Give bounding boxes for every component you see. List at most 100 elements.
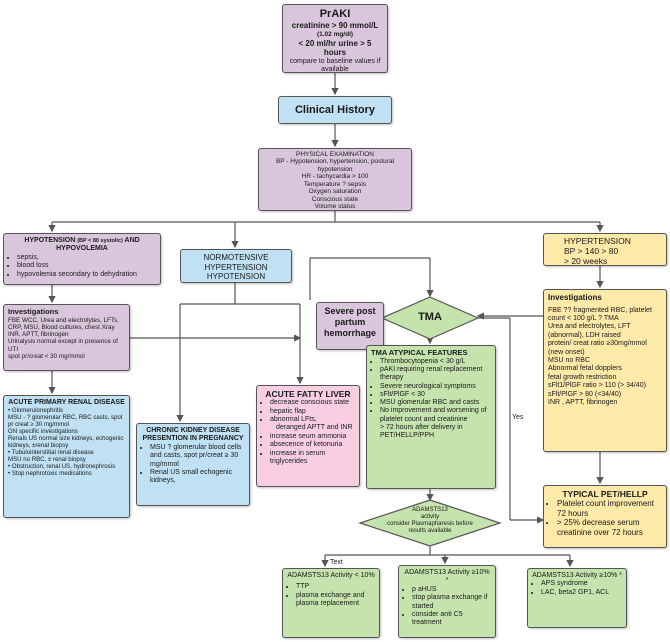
renal-line: • Glomerulonephritis	[8, 407, 63, 415]
ckd-box: CHRONIC KIDNEY DISEASE PRESENTION IN PRE…	[136, 423, 250, 506]
list-item: Severe neurological symptoms	[380, 383, 491, 391]
hypertension-line3: > 20 weeks	[564, 255, 608, 266]
list-item: Platelet count improvement 72 hours	[557, 499, 662, 518]
list-item: > 25% decrease serum creatinine over 72 …	[557, 518, 662, 537]
list-item: Renal US small echogenic kidneys,	[150, 469, 245, 486]
tma-label: TMA	[418, 311, 442, 323]
hypertension-box: HYPERTENSION BP > 140 > 80 > 20 weeks	[543, 233, 667, 266]
tma-atypical-title: TMA ATYPICAL FEATURES	[371, 348, 468, 357]
investigations-right-line: Urea and electrolytes, LFT (abnormal), L…	[548, 323, 631, 339]
hypertension-line2: BP > 140 > 80	[564, 245, 619, 256]
physical-exam-line: Temperature ? sepsis	[303, 180, 367, 188]
investigations-right-line: MSU no RBC	[548, 356, 591, 364]
list-item: increase in serum triglycerides	[270, 450, 355, 467]
adam-lt10-box: ADAMSTS13 Activity < 10% TTP plasma exch…	[282, 568, 380, 638]
list-item: hepatic flap	[270, 408, 355, 416]
physical-exam-box: PHYSICAL EXAMINATION BP - Hypotension, h…	[258, 148, 412, 211]
tma-atypical-box: TMA ATYPICAL FEATURES Thrombocytopenia <…	[366, 345, 496, 489]
hypotension-title: HYPOTENSION	[24, 237, 76, 244]
list-item: increase seum ammonia	[270, 433, 355, 441]
adam-ge10-a-box: ADAMSTS13 Activity ≥10% * p aHUS stop pl…	[398, 565, 496, 638]
list-item: blood loss	[17, 262, 156, 270]
list-item: No improvement and worsening of platelet…	[380, 407, 491, 424]
list-item: pAKI requiring renal replacement therapy	[380, 366, 491, 383]
renal-line: • Tubulointerstitial renal disease	[8, 449, 94, 457]
list-item: TTP	[296, 583, 375, 591]
renal-line: MSU no RBC, ± renal biopsy	[8, 456, 86, 464]
fatty-liver-box: ACUTE FATTY LIVER decrease conscious sta…	[256, 385, 360, 487]
adamts-diamond	[358, 499, 502, 547]
praki-line4: compare to baseline values if available	[289, 57, 381, 73]
investigations-left-line: Urinalysis normal except in presence of …	[8, 338, 118, 353]
adamts-diamond-text: ADAMSTS13 activity consider Plasmaphares…	[378, 507, 482, 535]
renal-line: • Obstruction, renal US, hydronephrosis	[8, 463, 116, 471]
text-label: Text	[330, 559, 343, 566]
list-item: sFlt/PlGF < 30	[380, 391, 491, 399]
list-item: MSU ? glomerular blood cells and casts, …	[150, 444, 245, 469]
ckd-title: CHRONIC KIDNEY DISEASE PRESENTION IN PRE…	[142, 427, 244, 443]
list-item: > 72 hours after delivery in PET/HELLP/P…	[380, 423, 463, 440]
investigations-right-line: sFlt1/PlGF ratio > 110 (> 34/40)	[548, 382, 646, 390]
adam-lt10-title: ADAMSTS13 Activity < 10%	[287, 572, 375, 579]
investigations-right-line: sFlt/PlGF > 80 (<34/40)	[548, 390, 622, 398]
renal-line: Renals US normal size kidneys, echogenic…	[8, 435, 124, 450]
typical-pet-title: TYPICAL PET/HELLP	[562, 489, 648, 499]
pph-box: Severe post partum hemorrhage	[316, 302, 384, 350]
yes-label: Yes	[512, 414, 524, 421]
praki-line3: < 20 ml/hr urine > 5 hours	[298, 38, 372, 58]
normotensive-line3: HYPOTENSION	[206, 272, 266, 282]
investigations-right-line: fetal growth restriction	[548, 373, 617, 381]
hypotension-box: HYPOTENSION (BP < 80 systolic) AND HYPOV…	[3, 233, 161, 285]
list-item: decrease conscious state	[270, 399, 355, 407]
pph-line3: hemorrhage	[323, 327, 376, 338]
adamts-diamond-line1: ADAMSTS13	[412, 507, 448, 513]
list-item: LAC, beta2 GP1, ACL	[541, 589, 622, 597]
hypotension-title2: AND HYPOVOLEMIA	[56, 237, 140, 253]
list-item: sepsis,	[17, 254, 156, 262]
praki-title: PrAKI	[319, 8, 351, 20]
praki-line1: creatinine > 90 mmol/L	[291, 21, 379, 31]
fatty-liver-title: ACUTE FATTY LIVER	[265, 389, 351, 399]
list-item: APS syndrome	[541, 580, 622, 588]
investigations-right-line: INR , APTT, fibrinogen	[548, 398, 618, 406]
list-item: stop plasma exchange if started	[412, 594, 491, 611]
investigations-left-line: FBE WCC, Urea and electrolytes, LFTs, CR…	[8, 316, 119, 331]
tma-diamond	[380, 296, 480, 340]
list-item: abnormal LFts,	[270, 416, 355, 424]
physical-exam-line: Volume status	[314, 203, 356, 211]
adam-ge10-b-title: ADAMSTS13 Activity ≥10% *	[532, 572, 622, 579]
physical-exam-line: Oxygen saturation	[308, 188, 362, 196]
renal-line: MSU - ? glomerular RBC, RBC casts, spot …	[8, 414, 123, 429]
investigations-left-box: Investigations FBE WCC, Urea and electro…	[3, 304, 130, 371]
typical-pet-box: TYPICAL PET/HELLP Platelet count improve…	[543, 485, 667, 548]
renal-line: • Stop nephrotoxic medications	[8, 470, 92, 478]
renal-line: GN specific investigations	[8, 428, 78, 436]
adam-ge10-a-title: ADAMSTS13 Activity ≥10% *	[404, 569, 490, 585]
normotensive-box: NORMOTENSIVE HYPERTENSION HYPOTENSION	[180, 249, 292, 283]
hypotension-note: (BP < 80 systolic)	[77, 238, 123, 244]
renal-box: ACUTE PRIMARY RENAL DISEASE • Glomerulon…	[3, 395, 130, 518]
hypertension-line1: HYPERTENSION	[564, 236, 631, 246]
renal-title: ACUTE PRIMARY RENAL DISEASE	[8, 399, 125, 406]
investigations-right-box: Investigations FBE ?? fragmented RBC, pl…	[543, 289, 667, 452]
pph-line2: partum	[334, 316, 366, 327]
normotensive-line2: HYPERTENSION	[204, 262, 268, 272]
adamts-diamond-line3: consider Plasmapharesis before results a…	[387, 520, 473, 534]
investigations-right-title: Investigations	[548, 293, 602, 302]
list-item: absecence of ketonuria	[270, 441, 355, 449]
investigations-right-line: Abnormal fetal dopplers	[548, 365, 622, 373]
physical-exam-line: HR - tachycardia > 100	[301, 173, 369, 181]
list-item: plasma exchange and plasma replacement	[296, 592, 375, 609]
list-item: MSU glomerular RBC and casts	[380, 399, 491, 407]
list-item: consider anti C5 treatment	[412, 611, 491, 628]
investigations-right-line: protein/ creat ratio ≥30mg/mmol (new ons…	[548, 340, 647, 356]
investigations-left-title: Investigations	[8, 307, 59, 316]
clinical-history-box: Clinical History	[278, 96, 392, 124]
investigations-left-line: spot pr/creat < 30 mg/mmol	[8, 352, 85, 360]
investigations-right-line: FBE ?? fragmented RBC, platelet count < …	[548, 306, 652, 322]
clinical-history-label: Clinical History	[294, 104, 376, 116]
list-item: deranged APTT and INR	[276, 424, 353, 432]
praki-box: PrAKI creatinine > 90 mmol/L (1.02 mg/dl…	[282, 4, 388, 73]
physical-exam-line: Conscious state	[311, 195, 359, 203]
